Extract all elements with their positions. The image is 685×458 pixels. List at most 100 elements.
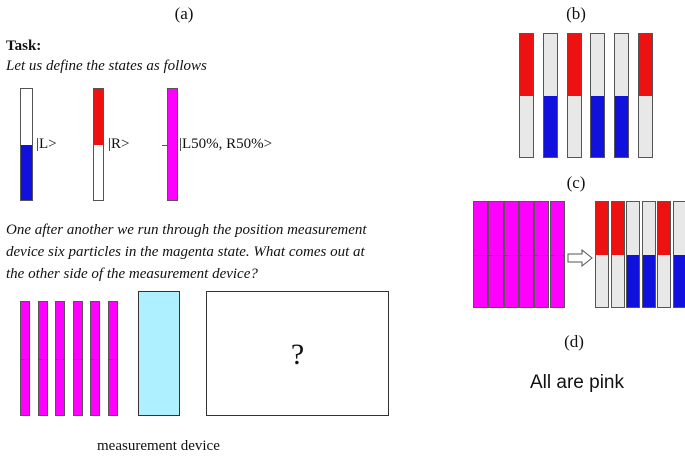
option-c-input-bar-2-bottom-half [489,254,503,307]
option-c-output-bar-2-bottom-half [611,254,624,307]
incoming-particle-6-top-half [109,302,117,359]
panel-a-label: (a) [174,4,194,23]
option-c-output-bar-6-bottom-half [673,254,685,307]
option-c-output-bar-4-top-half [642,202,655,255]
option-c-output-bar-3 [626,201,640,308]
state-R-bottom-half [94,144,103,200]
question-line-3: the other side of the measurement device… [6,266,258,282]
right-arrow-icon [567,249,593,267]
option-c-input-bar-1-top-half [474,202,488,255]
option-b-bar-4-top-half [591,34,605,96]
option-c-output-bar-2 [610,201,625,308]
option-c-output-bar-5 [657,201,671,308]
question-line-1: One after another we run through the pos… [6,222,367,238]
option-c-input-bar-4-midline [519,254,534,256]
option-c-input-bar-6-midline [550,254,564,256]
option-b-bar-2 [542,33,558,158]
option-c-output-bar-6 [672,201,685,308]
incoming-particle-4-bottom-half [73,358,82,415]
option-c-output-bar-1-top-half [596,202,608,255]
state-L-label: |L> [36,136,57,152]
option-b-bar-5-top-half [615,34,629,96]
state-L-bottom-half [21,144,32,200]
option-c-output-bar-5-top-half [658,202,670,255]
incoming-particle-3-midline [56,358,65,360]
option-b-bar-5-bottom-half [615,95,629,157]
option-c-input-bar-5-midline [535,254,549,256]
option-b-bar-3-bottom-half [567,95,581,157]
option-c-input-bar-4-bottom-half [519,254,534,307]
incoming-particle-2 [37,301,48,416]
state-L-top-half [21,89,32,145]
option-b-bar-3 [566,33,582,158]
incoming-particle-3-top-half [56,302,65,359]
incoming-particle-3-bottom-half [56,358,65,415]
option-c-output-bar-6-top-half [673,202,685,255]
option-c-input-bar-6 [549,201,565,308]
incoming-particle-6-bottom-half [109,358,117,415]
option-c-input-bar-2 [488,201,504,308]
option-b-bar-5 [614,33,630,158]
option-c-input-bar-6-top-half [550,202,564,255]
option-c-input-bar-2-top-half [489,202,503,255]
incoming-particle-1-bottom-half [21,358,29,415]
state-R-top-half [94,89,103,145]
midline-tick [162,144,168,146]
option-b-bar-6-bottom-half [639,95,652,157]
incoming-particle-2-bottom-half [38,358,47,415]
option-b-bar-6-top-half [639,34,652,96]
option-b-bar-2-top-half [543,34,557,96]
incoming-particle-6 [108,301,118,416]
option-c-input-bar-3-midline [504,254,518,256]
incoming-particle-2-midline [38,358,47,360]
option-c-output-bar-2-top-half [611,202,624,255]
state-superposition-label: |L50%, R50%> [179,136,273,152]
incoming-particle-6-midline [109,358,117,360]
option-c-input-bar-3 [503,201,519,308]
incoming-particle-1 [20,301,30,416]
option-c-input-bar-6-bottom-half [550,254,564,307]
incoming-particle-3 [55,301,66,416]
task-title: Task: [6,38,42,54]
incoming-particle-4-top-half [73,302,82,359]
option-c-input-bar-5-top-half [535,202,549,255]
option-b-bar-2-bottom-half [543,95,557,157]
option-c-output-bar-1 [595,201,609,308]
incoming-particle-2-top-half [38,302,47,359]
option-b-bar-4-bottom-half [591,95,605,157]
incoming-particle-5-bottom-half [91,358,100,415]
measurement-device-label: measurement device [97,438,220,454]
option-c-output-bar-5-bottom-half [658,254,670,307]
option-b-bar-4 [590,33,606,158]
option-c-output-bar-4 [641,201,656,308]
option-c-output-bar-3-bottom-half [627,254,639,307]
incoming-particle-1-top-half [21,302,29,359]
task-intro: Let us define the states as follows [6,58,207,74]
panel-d-label: (d) [564,332,584,351]
option-c-input-bar-1-bottom-half [474,254,488,307]
state-superposition-top-half [168,89,177,145]
state-superposition-bottom-half [168,144,177,200]
option-b-bar-1-top-half [520,34,533,96]
incoming-particle-4 [72,301,83,416]
option-d-text: All are pink [530,372,624,393]
output-box: ? [206,291,389,416]
option-c-output-bar-4-bottom-half [642,254,655,307]
question-mark: ? [290,338,305,371]
option-c-input-bar-2-midline [489,254,503,256]
option-c-input-bar-5-bottom-half [535,254,549,307]
option-c-input-bar-3-bottom-half [504,254,518,307]
panel-b-label: (b) [566,4,586,23]
option-c-input-bar-1-midline [474,254,488,256]
state-superposition-bar [162,88,178,201]
option-b-bar-6 [638,33,653,158]
incoming-particle-5 [90,301,101,416]
option-b-bar-1-bottom-half [520,95,533,157]
panel-c-label: (c) [566,173,586,192]
option-b-bar-1 [519,33,534,158]
state-L-bar [20,88,33,201]
state-R-label: |R> [108,136,130,152]
option-b-bar-3-top-half [567,34,581,96]
option-c-input-bar-3-top-half [504,202,518,255]
incoming-particle-5-top-half [91,302,100,359]
